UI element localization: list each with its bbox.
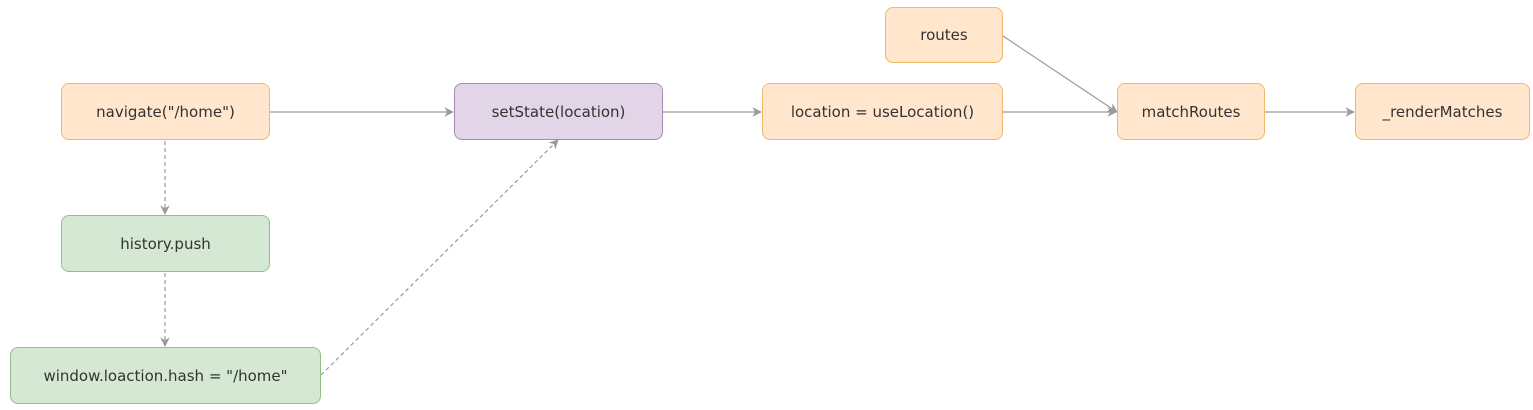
node-match-routes: matchRoutes bbox=[1117, 83, 1265, 140]
node-set-state: setState(location) bbox=[454, 83, 663, 140]
node-use-location: location = useLocation() bbox=[762, 83, 1003, 140]
node-window-hash: window.loaction.hash = "/home" bbox=[10, 347, 321, 404]
node-navigate: navigate("/home") bbox=[61, 83, 270, 140]
edge-windowhash-to-setstate bbox=[320, 139, 559, 376]
node-routes: routes bbox=[885, 7, 1003, 63]
node-history-push-label: history.push bbox=[120, 234, 211, 253]
node-navigate-label: navigate("/home") bbox=[96, 102, 235, 121]
edge-routes-to-matchroutes bbox=[1002, 35, 1118, 113]
node-routes-label: routes bbox=[920, 26, 968, 44]
node-use-location-label: location = useLocation() bbox=[790, 102, 975, 121]
node-match-routes-label: matchRoutes bbox=[1141, 102, 1241, 121]
node-window-hash-label: window.loaction.hash = "/home" bbox=[43, 366, 288, 385]
node-render-matches: _renderMatches bbox=[1355, 83, 1530, 140]
node-set-state-label: setState(location) bbox=[491, 102, 626, 121]
node-render-matches-label: _renderMatches bbox=[1382, 102, 1503, 121]
node-history-push: history.push bbox=[61, 215, 270, 272]
